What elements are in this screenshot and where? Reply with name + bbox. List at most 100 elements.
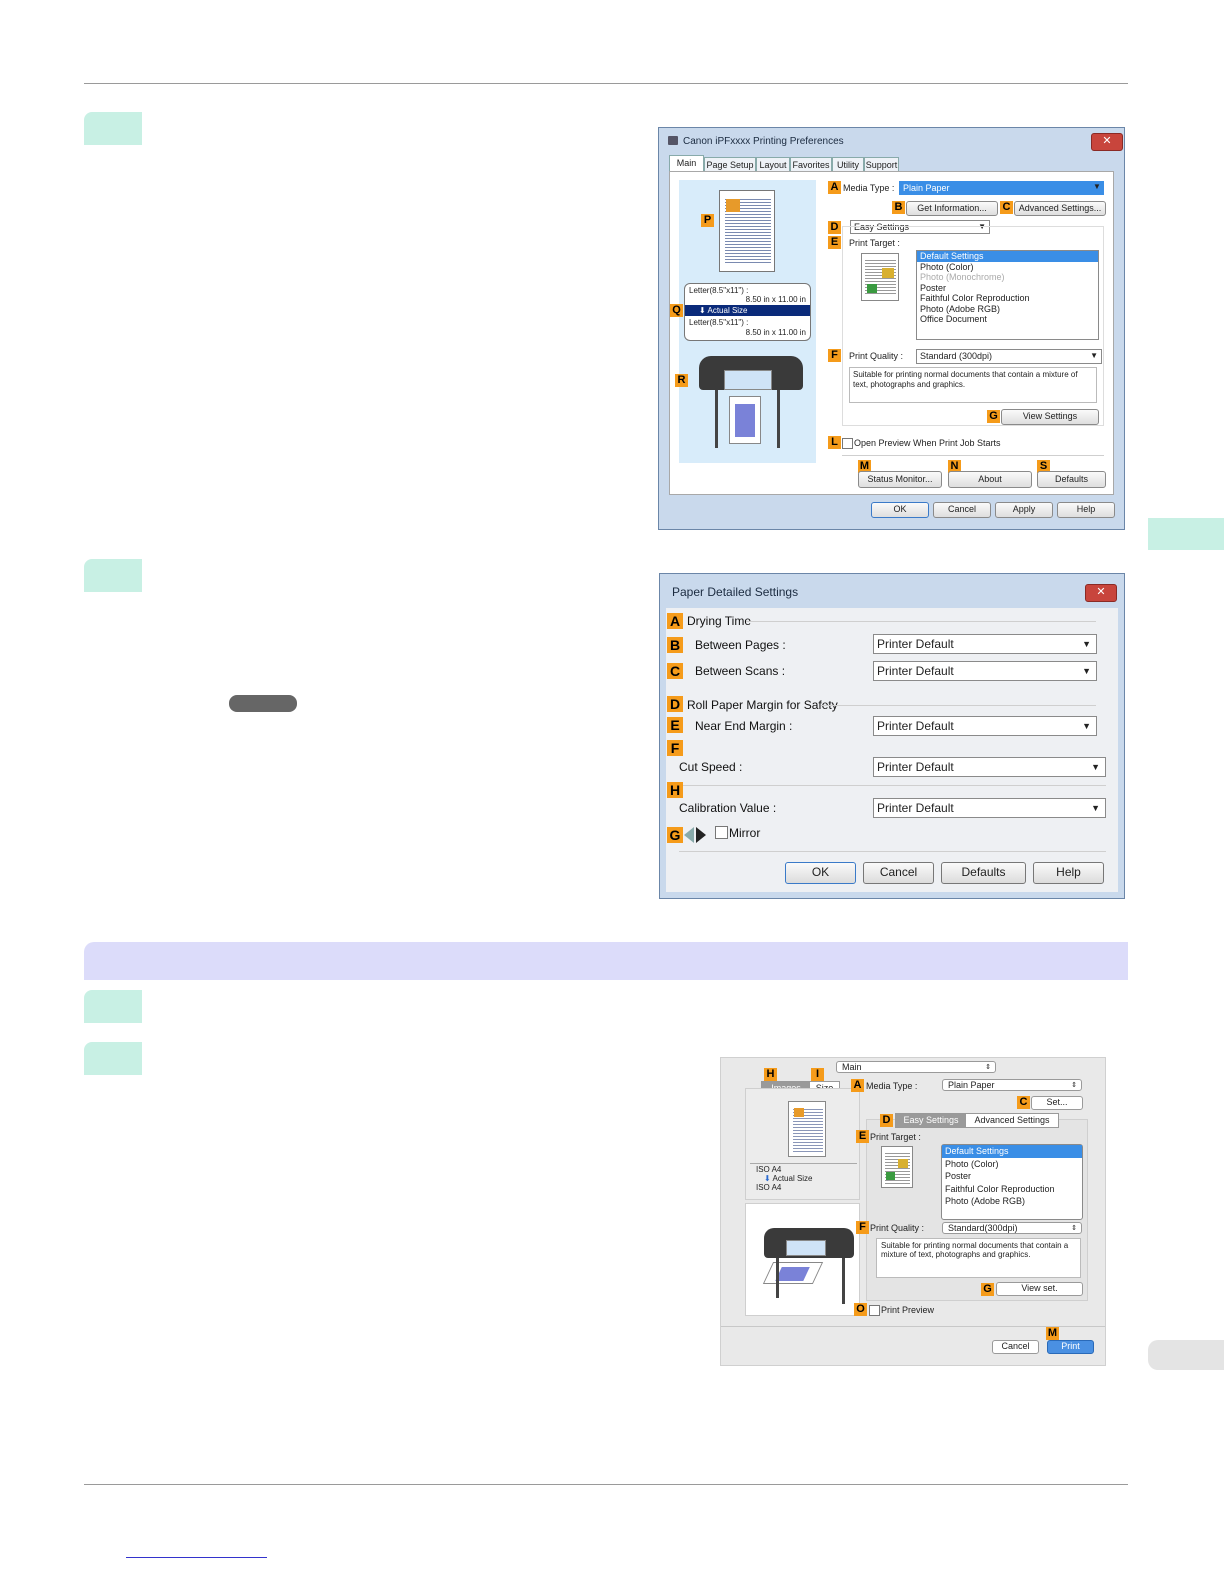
list-item[interactable]: Photo (Monochrome)	[920, 272, 1005, 282]
list-item[interactable]: Photo (Color)	[920, 261, 974, 272]
print-quality-select[interactable]: Standard(300dpi)⇕	[942, 1222, 1082, 1234]
printer-leg	[777, 390, 780, 448]
actual-size-label: ⬇ Actual Size	[764, 1174, 813, 1183]
cut-speed-value: Printer Default	[877, 760, 954, 774]
close-button[interactable]: ✕	[1091, 133, 1123, 151]
drying-time-label: Drying Time	[687, 614, 752, 628]
size-box: Letter(8.5"x11") : 8.50 in x 11.00 in ⬇ …	[684, 283, 811, 341]
tab-page-setup[interactable]: Page Setup	[704, 157, 756, 172]
defaults-button[interactable]: Defaults	[1037, 471, 1106, 488]
advanced-settings-button[interactable]: Advanced Settings...	[1014, 201, 1106, 216]
cancel-button[interactable]: Cancel	[863, 862, 934, 884]
list-item[interactable]: Office Document	[920, 314, 987, 324]
roll-margin-label: Roll Paper Margin for Safety	[687, 698, 838, 712]
divider	[821, 705, 1096, 706]
list-item[interactable]: Default Settings	[917, 251, 1098, 262]
print-preview-checkbox[interactable]	[869, 1305, 880, 1316]
description-box: Suitable for printing normal documents t…	[849, 367, 1097, 403]
between-pages-label: Between Pages :	[695, 638, 786, 652]
list-item[interactable]: Photo (Adobe RGB)	[920, 303, 1001, 314]
thumbnail-image	[886, 1172, 895, 1180]
badge-l: L	[828, 436, 841, 449]
panel-select[interactable]: Main⇕	[836, 1061, 996, 1073]
list-item[interactable]: Faithful Color Reproduction	[945, 1183, 1055, 1194]
badge-a: A	[851, 1079, 864, 1092]
chapter-tab[interactable]	[1148, 518, 1224, 550]
ok-button[interactable]: OK	[871, 502, 929, 518]
badge-i: I	[811, 1068, 824, 1081]
badge-o: O	[854, 1303, 867, 1316]
print-preview-label: Print Preview	[881, 1305, 935, 1315]
print-button[interactable]: Print	[1047, 1340, 1094, 1354]
print-target-list[interactable]: Default Settings Photo (Color) Poster Fa…	[941, 1144, 1083, 1220]
print-target-thumbnail	[881, 1146, 913, 1188]
actual-size-row[interactable]: ⬇ Actual Size	[685, 305, 810, 316]
tab-utility[interactable]: Utility	[832, 157, 864, 172]
set-button[interactable]: Set...	[1031, 1096, 1083, 1110]
near-end-margin-select[interactable]: Printer Default▼	[873, 716, 1097, 736]
badge-s: S	[1037, 460, 1050, 473]
about-button[interactable]: About	[948, 471, 1032, 488]
preview-pane: ISO A4 ⬇ Actual Size ISO A4	[745, 1088, 860, 1200]
badge-a: A	[667, 613, 683, 629]
print-target-list[interactable]: Default Settings Photo (Color) Photo (Mo…	[916, 250, 1099, 340]
chevron-down-icon: ▼	[1093, 182, 1101, 191]
badge-e: E	[856, 1130, 869, 1143]
help-button[interactable]: Help	[1057, 502, 1115, 518]
badge-n: N	[948, 460, 961, 473]
between-scans-select[interactable]: Printer Default▼	[873, 661, 1097, 681]
cancel-button[interactable]: Cancel	[933, 502, 991, 518]
apply-button[interactable]: Apply	[995, 502, 1053, 518]
between-scans-value: Printer Default	[877, 664, 954, 678]
tab-easy-settings[interactable]: Easy Settings	[895, 1113, 967, 1128]
footer-link[interactable]	[126, 1557, 267, 1558]
divider	[842, 455, 1104, 456]
title-bar: Paper Detailed Settings ✕	[660, 574, 1124, 602]
calibration-value-select[interactable]: Printer Default▼	[873, 798, 1106, 818]
media-type-select[interactable]: Plain Paper⇕	[942, 1079, 1082, 1091]
close-button[interactable]: ✕	[1085, 584, 1117, 602]
cancel-button[interactable]: Cancel	[992, 1340, 1039, 1354]
note-pill	[229, 695, 297, 712]
media-type-select[interactable]: Plain Paper	[899, 181, 1104, 195]
tab-support[interactable]: Support	[864, 157, 899, 172]
badge-a: A	[828, 181, 841, 194]
list-item[interactable]: Default Settings	[942, 1145, 1082, 1158]
footer-rule	[84, 1484, 1128, 1485]
list-item[interactable]: Faithful Color Reproduction	[920, 293, 1030, 303]
ok-button[interactable]: OK	[785, 862, 856, 884]
size-line: Letter(8.5"x11") :	[689, 318, 749, 327]
down-arrow-icon: ⬇	[764, 1174, 773, 1183]
status-monitor-button[interactable]: Status Monitor...	[858, 471, 942, 488]
view-set-button[interactable]: View set.	[996, 1282, 1083, 1296]
tab-advanced-settings[interactable]: Advanced Settings	[965, 1113, 1059, 1128]
badge-d: D	[667, 696, 683, 712]
mirror-checkbox[interactable]	[715, 826, 728, 839]
list-item[interactable]: Poster	[945, 1171, 972, 1181]
tab-layout[interactable]: Layout	[756, 157, 790, 172]
help-button[interactable]: Help	[1033, 862, 1104, 884]
list-item[interactable]: Poster	[920, 282, 947, 293]
divider	[679, 851, 1106, 852]
defaults-button[interactable]: Defaults	[941, 862, 1026, 884]
size-line: ISO A4	[756, 1183, 782, 1192]
get-information-button[interactable]: Get Information...	[906, 201, 998, 216]
list-item[interactable]: Photo (Adobe RGB)	[945, 1196, 1026, 1206]
tab-main[interactable]: Main	[669, 155, 704, 172]
title-bar: Canon iPFxxxx Printing Preferences ✕	[659, 128, 1124, 154]
between-pages-select[interactable]: Printer Default▼	[873, 634, 1097, 654]
divider	[721, 1326, 1105, 1327]
size-line: Letter(8.5"x11") :	[689, 286, 749, 295]
print-target-label: Print Target :	[870, 1132, 921, 1142]
list-item[interactable]: Photo (Color)	[945, 1158, 999, 1169]
chevron-down-icon: ▼	[1082, 721, 1091, 731]
step-marker	[84, 1042, 142, 1075]
tab-favorites[interactable]: Favorites	[790, 157, 832, 172]
print-quality-select[interactable]: Standard (300dpi)▼	[916, 349, 1102, 364]
printer-paper	[724, 370, 772, 390]
cut-speed-select[interactable]: Printer Default▼	[873, 757, 1106, 777]
view-settings-button[interactable]: View Settings	[1001, 409, 1099, 425]
index-tab[interactable]	[1148, 1340, 1224, 1370]
dialog-body: A Drying Time B Between Pages : Printer …	[666, 608, 1118, 892]
open-preview-checkbox[interactable]	[842, 438, 853, 449]
